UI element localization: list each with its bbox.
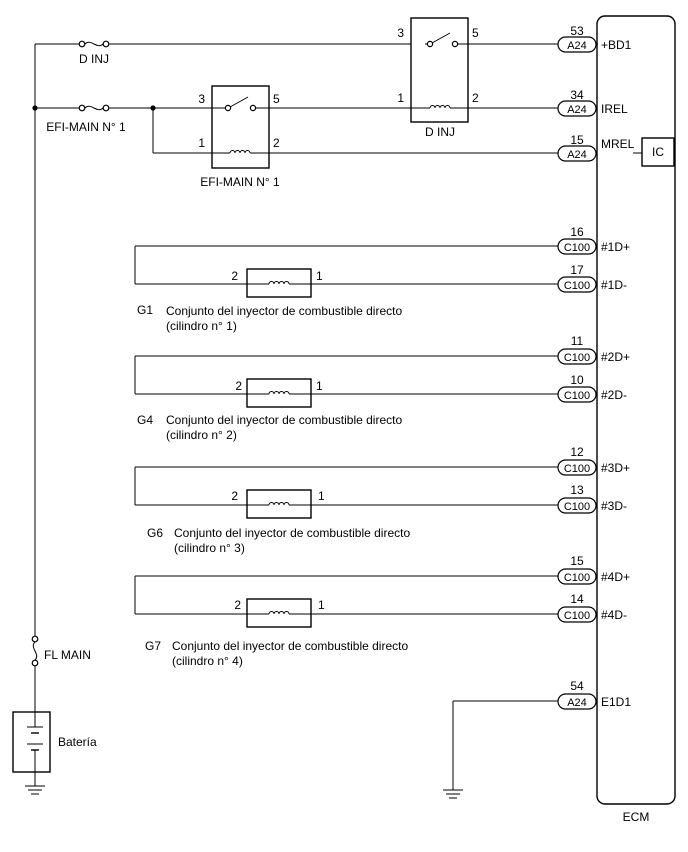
svg-text:15: 15 <box>570 554 584 568</box>
ecm-pin-11: 11 C100 #2D+ <box>557 334 630 365</box>
injector-1-coil <box>246 268 312 298</box>
svg-text:17: 17 <box>570 263 584 277</box>
svg-text:#1D+: #1D+ <box>601 240 630 254</box>
svg-text:IREL: IREL <box>601 102 628 116</box>
battery-ground-icon <box>25 772 45 795</box>
ecm-pin-10: 10 C100 #2D- <box>557 373 627 403</box>
svg-text:11: 11 <box>571 334 584 348</box>
injector-1-pin-right: 1 <box>316 269 323 283</box>
svg-text:C100: C100 <box>564 242 590 254</box>
injector-2-pin-right: 1 <box>316 379 323 393</box>
svg-text:#2D-: #2D- <box>601 388 627 402</box>
injector-4-coil <box>246 598 312 628</box>
d-inj-relay <box>410 17 469 123</box>
battery-symbol <box>12 711 51 773</box>
injector-3-code: G6 <box>147 526 163 540</box>
svg-text:#4D-: #4D- <box>601 608 627 622</box>
ecm-pin-16: 16 C100 #1D+ <box>557 225 630 255</box>
ecm-pin-15-c100: 15 C100 #4D+ <box>557 554 630 585</box>
svg-text:#4D+: #4D+ <box>601 570 630 584</box>
injector-3-name: Conjunto del inyector de combustible dir… <box>174 526 410 540</box>
svg-text:A24: A24 <box>567 697 587 709</box>
efi-main-fuse-label: EFI-MAIN N° 1 <box>46 120 126 134</box>
efi-main-fuse <box>78 104 110 112</box>
ecm-ic-label: IC <box>652 145 664 159</box>
svg-text:#1D-: #1D- <box>601 278 627 292</box>
svg-text:+BD1: +BD1 <box>601 38 632 52</box>
svg-text:10: 10 <box>570 373 584 387</box>
svg-text:C100: C100 <box>564 390 590 402</box>
injector-3-pin-left: 2 <box>231 489 238 503</box>
injector-2-code: G4 <box>137 413 153 427</box>
injector-1-pin-left: 2 <box>231 269 238 283</box>
injector-4-pin-left: 2 <box>234 598 241 612</box>
ecm-pin-34: 34 A24 IREL <box>557 88 628 117</box>
efi-relay-pin-2: 2 <box>273 136 280 150</box>
svg-text:A24: A24 <box>567 40 587 52</box>
injector-2-name: Conjunto del inyector de combustible dir… <box>166 413 402 427</box>
svg-text:C100: C100 <box>564 610 590 622</box>
svg-text:A24: A24 <box>567 149 587 161</box>
d-inj-fuse <box>78 40 110 48</box>
d-inj-relay-label: D INJ <box>425 125 455 139</box>
d-inj-relay-pin-1: 1 <box>397 91 404 105</box>
svg-text:C100: C100 <box>564 501 590 513</box>
svg-text:13: 13 <box>570 483 584 497</box>
ecm-ground-icon <box>443 789 463 799</box>
ecm-pin-17: 17 C100 #1D- <box>557 263 627 293</box>
ecm-pin-15-a24: 15 A24 MREL <box>557 133 635 162</box>
battery-label: Batería <box>58 735 97 749</box>
svg-text:#2D+: #2D+ <box>601 350 630 364</box>
ecm-pin-13: 13 C100 #3D- <box>557 483 627 514</box>
injector-3-pin-right: 1 <box>318 489 325 503</box>
injector-4-code: G7 <box>145 639 161 653</box>
ecm-box <box>596 15 676 805</box>
d-inj-fuse-label: D INJ <box>79 52 109 66</box>
svg-text:C100: C100 <box>564 280 590 292</box>
injector-4-cyl: (cilindro n° 4) <box>172 654 243 668</box>
svg-text:#3D-: #3D- <box>601 499 627 513</box>
svg-text:A24: A24 <box>567 104 587 116</box>
ecm-pin-53: 53 A24 +BD1 <box>557 24 632 53</box>
d-inj-relay-pin-3: 3 <box>397 26 404 40</box>
svg-text:15: 15 <box>570 133 584 147</box>
svg-text:54: 54 <box>570 679 584 693</box>
svg-text:53: 53 <box>570 24 584 38</box>
efi-relay-label: EFI-MAIN N° 1 <box>200 175 280 189</box>
svg-text:12: 12 <box>570 445 584 459</box>
d-inj-relay-pin-2: 2 <box>472 91 479 105</box>
injector-1-cyl: (cilindro n° 1) <box>166 319 237 333</box>
ecm-label: ECM <box>623 810 650 824</box>
ecm-pin-12: 12 C100 #3D+ <box>557 445 630 476</box>
efi-main-relay <box>211 85 270 169</box>
injector-4-name: Conjunto del inyector de combustible dir… <box>172 639 408 653</box>
fl-main-label: FL MAIN <box>44 648 91 662</box>
svg-text:C100: C100 <box>564 463 590 475</box>
injector-2-coil <box>246 378 312 408</box>
svg-text:C100: C100 <box>564 572 590 584</box>
svg-text:MREL: MREL <box>601 137 635 151</box>
injector-1-name: Conjunto del inyector de combustible dir… <box>166 304 402 318</box>
injector-3-cyl: (cilindro n° 3) <box>174 541 245 555</box>
svg-text:#3D+: #3D+ <box>601 461 630 475</box>
svg-text:34: 34 <box>570 88 584 102</box>
svg-text:16: 16 <box>570 225 584 239</box>
svg-text:E1D1: E1D1 <box>601 695 631 709</box>
efi-relay-pin-3: 3 <box>198 92 205 106</box>
injector-4-pin-right: 1 <box>318 598 325 612</box>
injector-2-cyl: (cilindro n° 2) <box>166 428 237 442</box>
svg-text:14: 14 <box>570 592 584 606</box>
fl-main-fuse <box>31 635 39 667</box>
injector-2-pin-left: 2 <box>235 379 242 393</box>
injector-1-code: G1 <box>137 303 153 317</box>
svg-text:C100: C100 <box>564 352 590 364</box>
efi-relay-pin-5: 5 <box>273 92 280 106</box>
injector-3-coil <box>246 489 312 519</box>
ecm-pin-54: 54 A24 E1D1 <box>557 679 631 710</box>
d-inj-relay-pin-5: 5 <box>472 26 479 40</box>
ecm-pin-14: 14 C100 #4D- <box>557 592 627 623</box>
ecm-ic-box <box>641 137 675 167</box>
efi-relay-pin-1: 1 <box>198 136 205 150</box>
